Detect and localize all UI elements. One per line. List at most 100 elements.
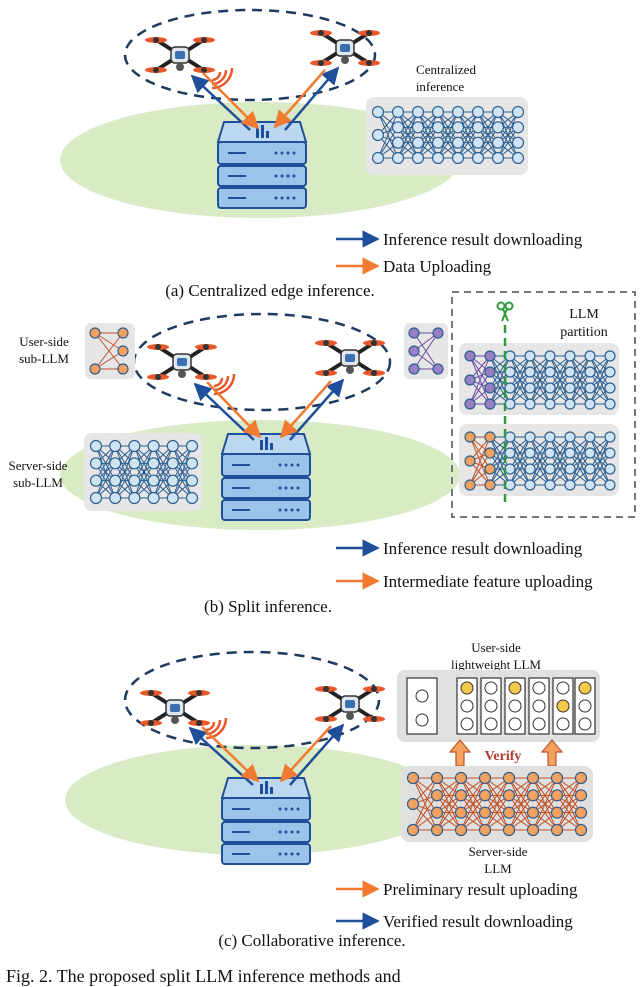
- network-node: [504, 447, 516, 459]
- network-node: [430, 806, 444, 819]
- token-node: [556, 681, 570, 695]
- network-edge: [509, 452, 531, 486]
- network-node: [128, 457, 141, 470]
- network-edge: [556, 777, 582, 831]
- network-edge: [529, 355, 551, 405]
- token-node: [578, 681, 592, 695]
- network-node: [431, 151, 445, 165]
- legend-orange-label: Data Uploading: [383, 257, 492, 276]
- network-node: [544, 463, 556, 475]
- network-node: [408, 345, 420, 357]
- network-node: [564, 447, 576, 459]
- network-node: [431, 105, 445, 119]
- drone-icon: [138, 688, 212, 728]
- legend-blue-label: Inference result downloading: [383, 230, 583, 249]
- network-node: [574, 789, 588, 802]
- network-edge: [489, 436, 511, 470]
- network-edge: [497, 111, 519, 159]
- neural-network: [464, 350, 616, 410]
- network-node: [391, 136, 405, 149]
- network-edge: [133, 463, 155, 499]
- network-edge: [549, 355, 571, 405]
- network-node: [371, 151, 385, 165]
- network-edge: [469, 436, 491, 470]
- network-node: [526, 789, 540, 802]
- network-node: [564, 479, 576, 491]
- network-node: [408, 327, 420, 339]
- network-edge: [95, 445, 116, 499]
- network-node: [491, 105, 505, 119]
- user-side-label: User-side: [19, 334, 69, 349]
- network-edge: [153, 463, 174, 499]
- network-edge: [412, 777, 438, 813]
- edge-server-icon: [221, 433, 311, 521]
- network-edge: [413, 332, 439, 370]
- network-edge: [549, 371, 571, 405]
- network-node: [430, 789, 444, 802]
- network-edge: [477, 127, 499, 159]
- network-node: [544, 382, 556, 394]
- network-node: [478, 806, 492, 819]
- token-node: [578, 717, 592, 731]
- network-edge: [417, 127, 439, 159]
- network-node: [604, 447, 616, 459]
- network-node: [89, 363, 101, 375]
- network-node: [411, 105, 425, 119]
- network-edge: [153, 445, 174, 481]
- network-node: [117, 363, 129, 375]
- network-edge: [457, 127, 479, 159]
- network-edge: [133, 445, 155, 499]
- orange-arrow: [279, 380, 332, 439]
- network-edge: [114, 463, 135, 499]
- network-edge: [377, 111, 399, 143]
- network-edge: [556, 777, 582, 813]
- network-node: [464, 374, 476, 386]
- network-node: [504, 431, 516, 443]
- network-node: [432, 363, 444, 375]
- network-node: [484, 350, 496, 362]
- network-edge: [529, 452, 551, 486]
- network-node: [511, 151, 525, 165]
- network-edge: [484, 777, 510, 831]
- network-edge: [529, 436, 551, 470]
- network-node: [109, 457, 122, 470]
- network-node: [109, 439, 122, 453]
- caption-c: (c) Collaborative inference.: [218, 931, 405, 950]
- token-node: [460, 717, 474, 731]
- neural-network: [89, 327, 129, 375]
- network-node: [411, 121, 425, 134]
- drone-icon: [143, 35, 217, 75]
- network-edge: [556, 795, 582, 831]
- network-edge: [460, 777, 486, 831]
- network-edge: [412, 777, 438, 831]
- network-node: [550, 823, 564, 837]
- network-node: [604, 431, 616, 443]
- network-edge: [497, 127, 519, 159]
- orange-arrow: [206, 381, 262, 439]
- network-edge: [469, 371, 491, 405]
- network-node: [464, 350, 476, 362]
- network-node: [451, 105, 465, 119]
- network-node: [166, 491, 179, 505]
- server-sub-llm-box: [84, 433, 202, 511]
- network-node: [502, 771, 516, 785]
- network-edge: [509, 355, 531, 405]
- box-label: Centralized: [416, 62, 476, 77]
- network-node: [89, 327, 101, 339]
- panel-a: Centralized inference Inference result d…: [60, 8, 583, 300]
- neural-network: [371, 105, 525, 165]
- token-node: [556, 717, 570, 731]
- network-node: [431, 121, 445, 134]
- drone-cluster-a: [123, 8, 377, 102]
- network-node: [524, 479, 536, 491]
- token-node: [460, 681, 474, 695]
- token-node: [532, 681, 546, 695]
- network-edge: [417, 111, 439, 143]
- drone-icon: [313, 684, 387, 724]
- network-node: [504, 382, 516, 394]
- network-node: [511, 105, 525, 119]
- network-node: [478, 823, 492, 837]
- neural-network: [408, 327, 444, 375]
- network-edge: [114, 445, 135, 499]
